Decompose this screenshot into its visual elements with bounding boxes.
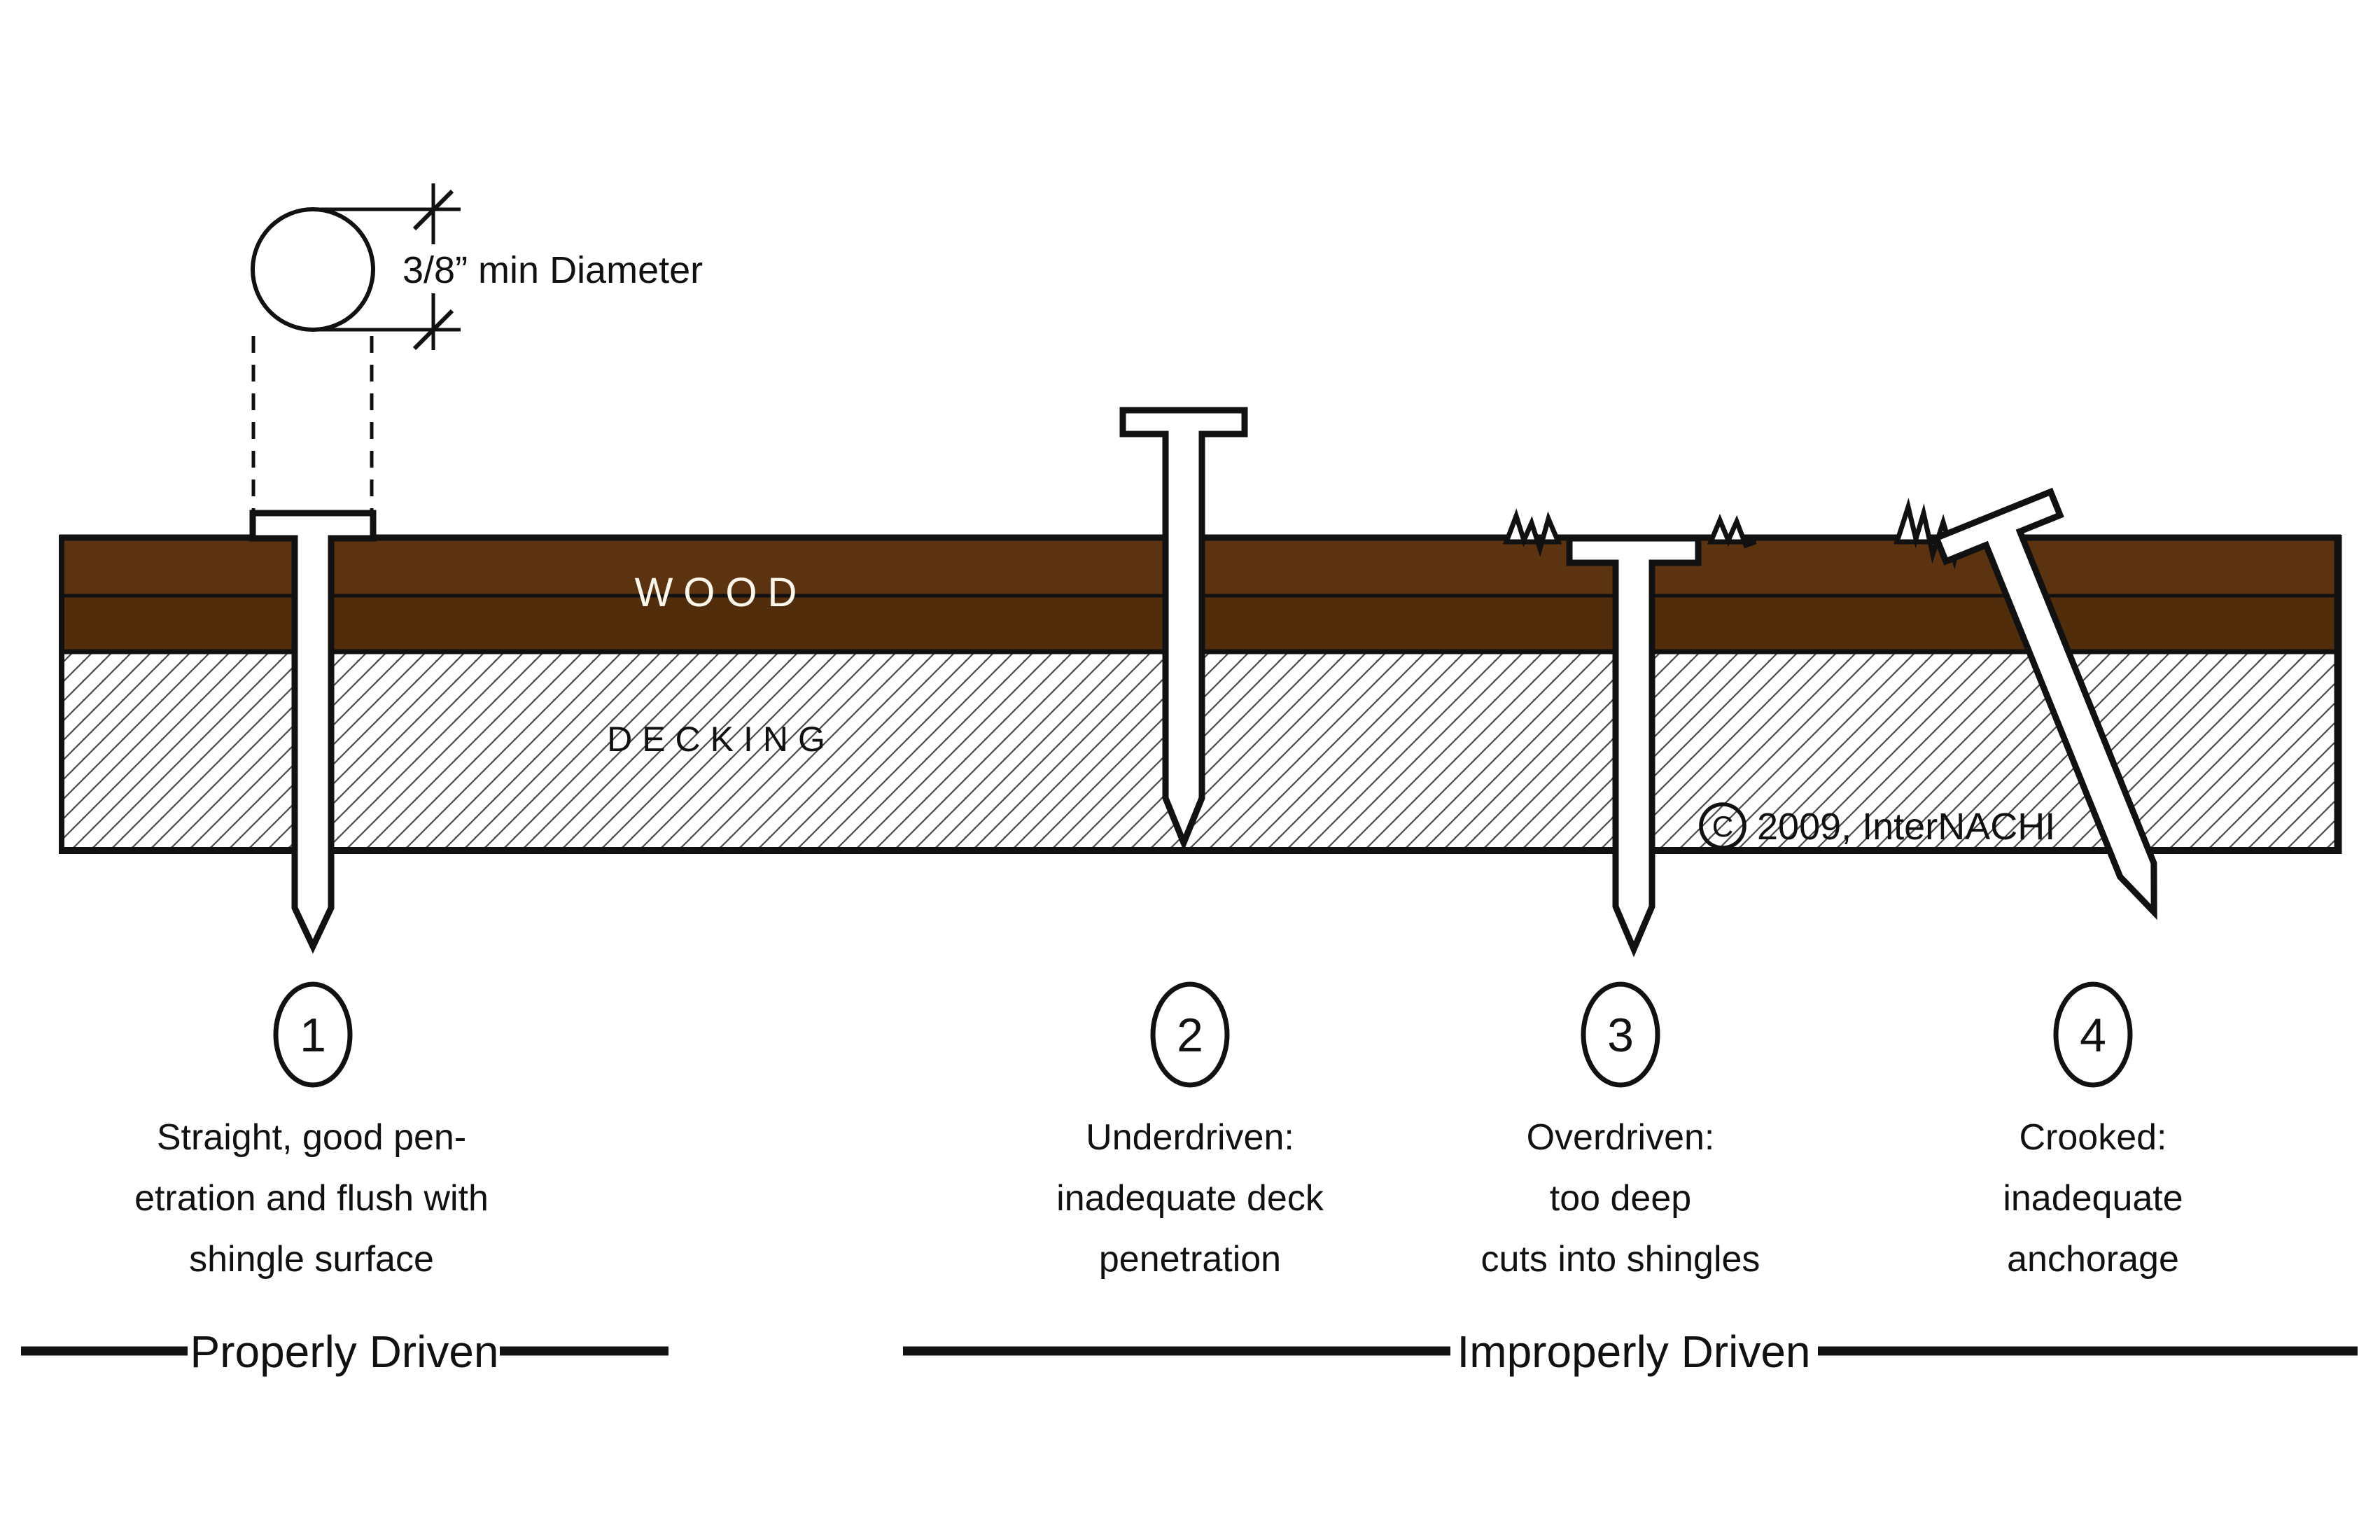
badge-number-3: 3: [1607, 1009, 1634, 1062]
badge-circle-1: [273, 981, 353, 1088]
nail-4-crooked: [1932, 487, 2157, 920]
caption-1: Straight, good pen- etration and flush w…: [134, 1117, 489, 1280]
caption-line: Crooked:: [2019, 1117, 2167, 1158]
caption-line: inadequate: [2003, 1178, 2183, 1219]
dimension-tick-top: [412, 189, 454, 231]
section-label-improperly-driven: Improperly Driven: [1457, 1326, 1810, 1377]
caption-line: etration and flush with: [134, 1178, 489, 1219]
caption-line: cuts into shingles: [1481, 1239, 1760, 1280]
nail-1-properly-driven: [249, 510, 377, 954]
caption-line: too deep: [1550, 1178, 1691, 1219]
badge-circle-4: [2053, 981, 2133, 1088]
nail-3-overdriven: [1566, 535, 1702, 958]
diameter-dimension-label: 3/8” min Diameter: [402, 249, 703, 291]
caption-line: shingle surface: [189, 1239, 434, 1280]
copyright-circle-icon: [1699, 802, 1746, 850]
caption-line: penetration: [1099, 1239, 1281, 1280]
badge-circle-3: [1581, 981, 1660, 1088]
copyright-symbol: C: [1712, 810, 1733, 843]
crack-left-of-overdriven-nail: [1502, 508, 1562, 558]
caption-4: Crooked: inadequate anchorage: [2003, 1117, 2183, 1280]
caption-line: Underdriven:: [1086, 1117, 1294, 1158]
caption-3: Overdriven: too deep cuts into shingles: [1481, 1117, 1760, 1280]
item-number-badges: [273, 981, 2133, 1088]
nails: [249, 407, 2157, 958]
section-labels: Properly Driven Improperly Driven: [21, 1326, 2358, 1377]
nail-head-diameter-circle: [251, 207, 375, 332]
badge-number-4: 4: [2080, 1009, 2106, 1062]
copyright-notice: C 2009, InterNACHI: [1699, 802, 2055, 850]
nail-2-underdriven: [1119, 407, 1248, 851]
crack-right-of-overdriven-nail: [1707, 513, 1757, 549]
badge-number-2: 2: [1177, 1009, 1203, 1062]
item-numbers: 1 2 3 4: [300, 1009, 2106, 1062]
wood-label: WOOD: [635, 570, 808, 615]
copyright-text: 2009, InterNACHI: [1757, 806, 2055, 848]
caption-line: anchorage: [2007, 1239, 2179, 1280]
badge-number-1: 1: [300, 1009, 326, 1062]
caption-line: Straight, good pen-: [157, 1117, 466, 1158]
dimension-annotation: 3/8” min Diameter: [251, 183, 703, 512]
caption-line: Overdriven:: [1527, 1117, 1715, 1158]
caption-2: Underdriven: inadequate deck penetration: [1056, 1117, 1324, 1280]
item-captions: Straight, good pen- etration and flush w…: [134, 1117, 2183, 1280]
badge-circle-2: [1150, 981, 1230, 1088]
decking-label: DECKING: [607, 720, 835, 759]
caption-line: inadequate deck: [1056, 1178, 1324, 1219]
dimension-tick-bottom: [412, 309, 454, 351]
section-label-properly-driven: Properly Driven: [190, 1326, 498, 1377]
